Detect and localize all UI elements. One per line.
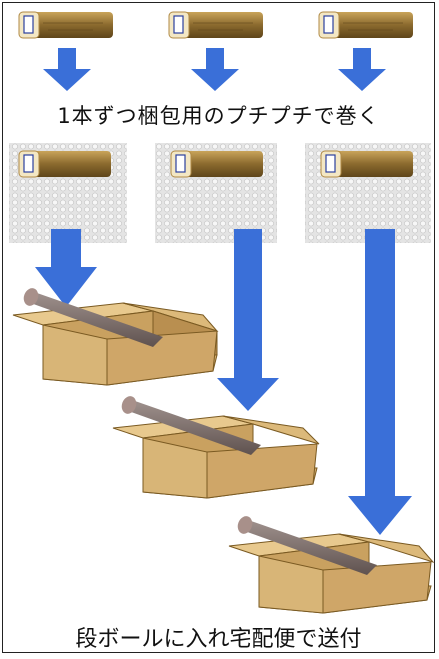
down-arrow-icon (43, 48, 91, 91)
log-3 (318, 11, 413, 39)
down-arrow-icon (338, 48, 386, 91)
wrapped-log-1 (9, 143, 127, 243)
wood-log-icon (170, 150, 263, 178)
packing-diagram (9, 11, 435, 614)
down-arrow-icon (191, 48, 239, 91)
down-arrow-icon (217, 229, 279, 411)
cardboard-box-icon (12, 302, 219, 386)
cardboard-box-icon (228, 533, 435, 614)
wood-log-icon (320, 150, 413, 178)
wrapped-log-in-box (23, 288, 163, 347)
cardboard-box-icon (112, 415, 320, 499)
wrap-instruction: 1本ずつ梱包用のプチプチで巻く (57, 104, 380, 128)
log-1 (18, 11, 113, 39)
wrapped-log-in-box (237, 516, 377, 575)
cardboard-box-3 (228, 516, 435, 614)
wrapped-log-in-box (121, 396, 261, 455)
wood-log-icon (18, 150, 111, 178)
wood-log-icon (18, 11, 113, 39)
down-arrow-icon (348, 229, 412, 535)
wood-log-icon (168, 11, 263, 39)
cardboard-box-1 (12, 288, 219, 386)
diagram-frame: 1本ずつ梱包用のプチプチで巻く 段ボールに入れ宅配便で送付 (2, 2, 435, 653)
cardboard-box-2 (112, 396, 320, 499)
log-2 (168, 11, 263, 39)
wood-log-icon (318, 11, 413, 39)
wrapped-log-2 (155, 143, 277, 243)
wrapped-log-3 (305, 143, 431, 243)
down-arrow-icon (35, 229, 97, 307)
ship-instruction: 段ボールに入れ宅配便で送付 (75, 627, 362, 652)
